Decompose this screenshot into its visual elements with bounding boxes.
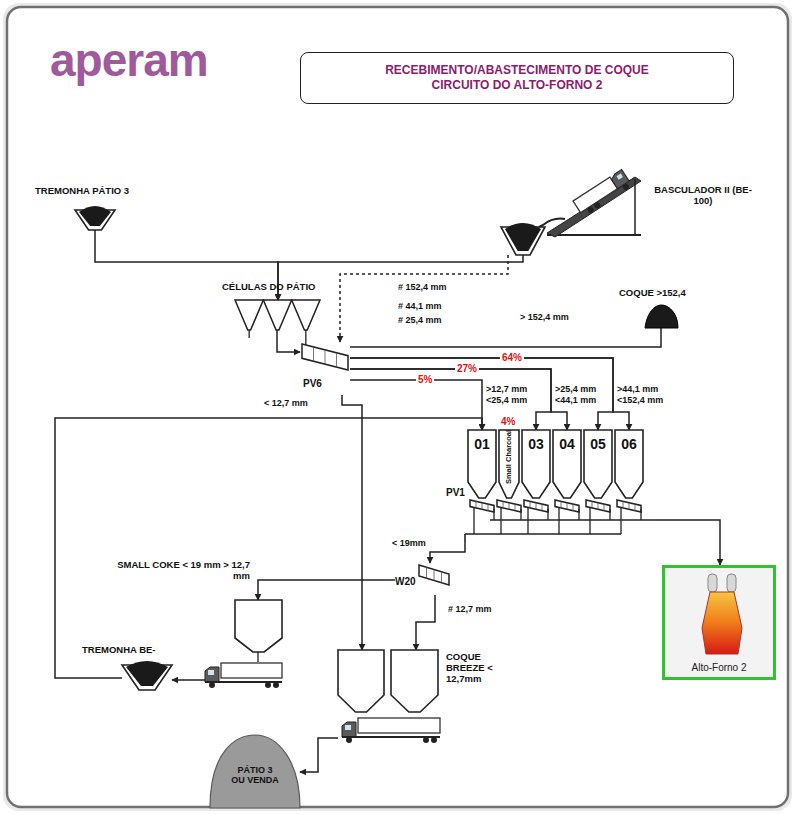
node-mound: PÁTIO 3 OU VENDA bbox=[210, 735, 300, 808]
node-silo: 03 bbox=[522, 430, 550, 498]
title-box: RECEBIMENTO/ABASTECIMENTO DE COQUE CIRCU… bbox=[300, 52, 734, 104]
node-silo: 01 bbox=[468, 430, 496, 498]
dimension-label: 4% bbox=[501, 416, 515, 428]
title-text: RECEBIMENTO/ABASTECIMENTO DE COQUE CIRCU… bbox=[377, 63, 657, 93]
node-label: W20 bbox=[395, 576, 416, 588]
node-silo: Small Charcoal bbox=[499, 430, 519, 498]
node-label: COQUE >152,4 bbox=[619, 288, 686, 299]
node-bascul: BASCULADOR II (BE-100) bbox=[495, 165, 765, 255]
node-label: COQUE BREEZE < 12,7mm bbox=[446, 652, 498, 685]
flow-connector bbox=[430, 542, 465, 563]
dimension-label: >44,1 mm <152,4 mm bbox=[617, 384, 679, 406]
flow-connector bbox=[172, 679, 205, 681]
node-silo: 04 bbox=[553, 430, 581, 498]
dimension-label: > 152,4 mm bbox=[520, 312, 569, 322]
flow-connector bbox=[340, 255, 508, 342]
node-breeze: COQUE BREEZE < 12,7mm bbox=[338, 650, 440, 745]
shape-hopper bbox=[75, 210, 115, 230]
flow-connector bbox=[350, 328, 661, 347]
edge-label: < 19mm bbox=[390, 538, 428, 548]
node-label: Alto-Forno 2 bbox=[665, 662, 773, 674]
node-label: Small Charcoal bbox=[505, 430, 514, 484]
shape-hopper bbox=[122, 665, 172, 690]
flow-connector bbox=[350, 380, 482, 430]
node-label: 05 bbox=[584, 436, 612, 452]
node-w20: W20 bbox=[395, 563, 450, 595]
node-furnace: Alto-Forno 2 bbox=[662, 565, 776, 680]
dimension-label: # 25,4 mm bbox=[398, 315, 442, 325]
node-label: 04 bbox=[553, 436, 581, 452]
node-label: TREMONHA BE- bbox=[82, 645, 156, 656]
node-label: SMALL COKE < 19 mm > 12,7 mm bbox=[105, 560, 250, 582]
edge-label: < 12,7 mm bbox=[262, 398, 310, 408]
shape-pv1 bbox=[445, 500, 650, 542]
node-pv1: PV1 bbox=[445, 500, 650, 542]
flow-connector bbox=[350, 369, 567, 430]
dimension-label: >12,7 mm <25,4 mm bbox=[486, 384, 548, 406]
flow-connector bbox=[350, 358, 629, 430]
flow-connector bbox=[277, 330, 300, 352]
dimension-label: # 152,4 mm bbox=[398, 282, 447, 292]
node-cells: CÉLULAS DO PÁTIO bbox=[235, 300, 320, 330]
shape-pile bbox=[645, 305, 678, 328]
node-smallcoke: SMALL COKE < 19 mm > 12,7 mm bbox=[205, 600, 282, 690]
node-label: TREMONHA PÁTIO 3 bbox=[35, 186, 129, 197]
node-label: BASCULADOR II (BE-100) bbox=[647, 185, 759, 207]
node-pile: COQUE >152,4 bbox=[645, 305, 678, 328]
node-label: 01 bbox=[468, 436, 496, 452]
dimension-label: # 44,1 mm bbox=[398, 301, 442, 311]
flow-connector bbox=[650, 520, 720, 565]
node-label: 03 bbox=[522, 436, 550, 452]
node-pv6: PV6 bbox=[300, 342, 350, 395]
shape-cells bbox=[235, 300, 320, 330]
node-hopper: TREMONHA BE- bbox=[122, 665, 172, 690]
shape-bascul bbox=[495, 165, 765, 255]
flow-connector bbox=[342, 395, 362, 650]
logo-text: aperam bbox=[50, 34, 208, 87]
percentage-label: 5% bbox=[416, 374, 434, 386]
frame-shadow bbox=[3, 3, 792, 811]
percentage-label: 64% bbox=[500, 352, 524, 364]
edge-label: # 12,7 mm bbox=[446, 604, 494, 614]
flow-connector bbox=[278, 255, 523, 300]
node-label: PV1 bbox=[446, 487, 465, 499]
flow-connector bbox=[55, 418, 482, 678]
flow-connector bbox=[300, 738, 338, 772]
frame-border bbox=[7, 7, 788, 807]
dimension-label: >25,4 mm <44,1 mm bbox=[555, 384, 611, 406]
node-label: PÁTIO 3 OU VENDA bbox=[230, 765, 280, 786]
shape-smallcoke bbox=[205, 600, 282, 690]
flow-connector bbox=[258, 580, 395, 600]
flow-connector bbox=[350, 369, 551, 430]
shape-breeze bbox=[338, 650, 440, 745]
node-label: 06 bbox=[615, 436, 643, 452]
percentage-label: 27% bbox=[455, 363, 479, 375]
node-label: PV6 bbox=[303, 378, 322, 390]
node-silo: 06 bbox=[615, 430, 643, 498]
flow-connector bbox=[416, 595, 435, 650]
node-silo: 05 bbox=[584, 430, 612, 498]
node-label: CÉLULAS DO PÁTIO bbox=[222, 282, 315, 293]
node-hopper: TREMONHA PÁTIO 3 bbox=[75, 210, 115, 230]
